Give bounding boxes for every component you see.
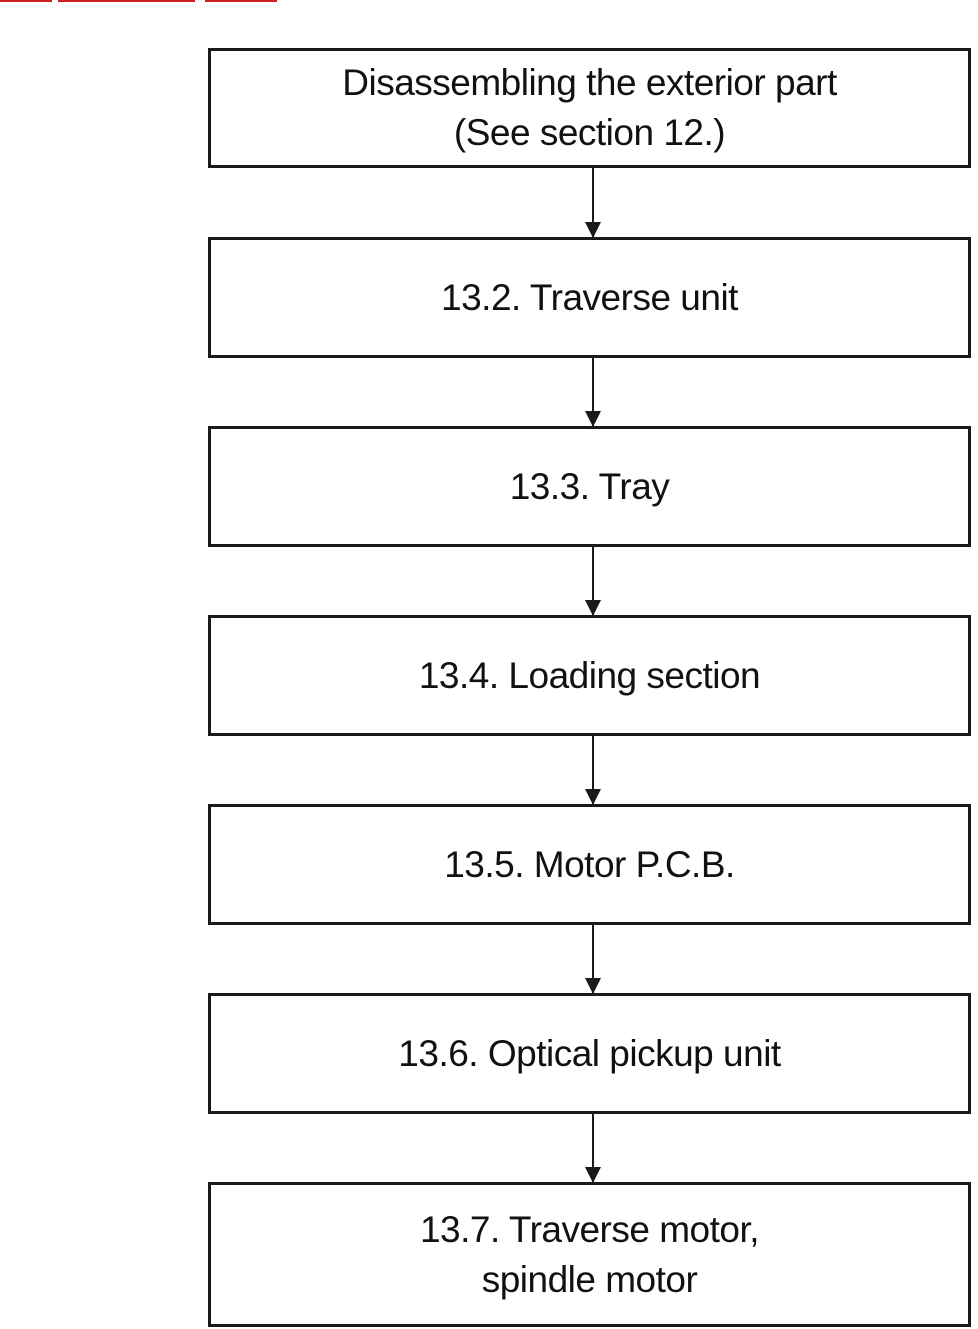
step-box-exterior-part: Disassembling the exterior part (See sec… [208, 48, 971, 168]
step-label: 13.4. Loading section [418, 651, 761, 701]
nav-link-underline[interactable] [0, 0, 52, 2]
step-box-optical-pickup-unit: 13.6. Optical pickup unit [208, 993, 971, 1114]
step-label: 13.3. Tray [510, 462, 670, 512]
flow-arrow [585, 168, 601, 238]
step-label-line: 13.3. Tray [509, 465, 670, 507]
flow-arrow [585, 925, 601, 994]
flow-arrow [585, 358, 601, 427]
step-label-line: 13.4. Loading section [418, 654, 761, 696]
step-box-traverse-spindle-motor: 13.7. Traverse motor, spindle motor [208, 1182, 971, 1327]
step-label-line: 13.7. Traverse motor, [419, 1208, 760, 1250]
step-label-line: Disassembling the exterior part [342, 62, 837, 103]
step-label-line: 13.2. Traverse unit [441, 276, 738, 318]
flow-arrow [585, 547, 601, 616]
step-label-line: 13.5. Motor P.C.B. [444, 843, 735, 885]
step-box-tray: 13.3. Tray [208, 426, 971, 547]
step-label: Disassembling the exterior part (See sec… [342, 58, 837, 158]
nav-link-underline[interactable] [205, 0, 277, 2]
step-label-line: 13.6. Optical pickup unit [398, 1032, 781, 1074]
step-label: 13.5. Motor P.C.B. [444, 840, 735, 890]
step-label-line: spindle motor [481, 1258, 698, 1300]
step-label: 13.2. Traverse unit [441, 273, 738, 323]
step-box-motor-pcb: 13.5. Motor P.C.B. [208, 804, 971, 925]
step-box-loading-section: 13.4. Loading section [208, 615, 971, 736]
flow-arrow [585, 1114, 601, 1183]
step-label: 13.7. Traverse motor, spindle motor [419, 1205, 760, 1305]
step-label: 13.6. Optical pickup unit [398, 1029, 781, 1079]
step-box-traverse-unit: 13.2. Traverse unit [208, 237, 971, 358]
nav-link-underline[interactable] [58, 0, 195, 2]
step-label-line: (See section 12.) [453, 112, 726, 153]
flow-arrow [585, 736, 601, 805]
